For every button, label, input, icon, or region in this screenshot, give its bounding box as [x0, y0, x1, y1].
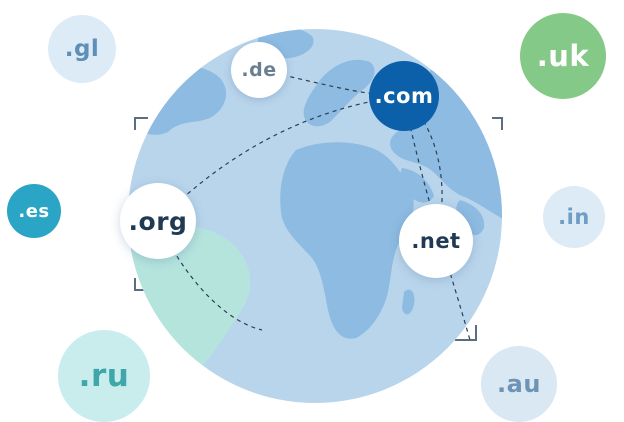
domain-bubble-au: .au — [481, 346, 557, 422]
land-africa — [280, 142, 414, 339]
land-europe — [303, 59, 375, 127]
domain-bubble-in: .in — [543, 186, 605, 248]
domain-bubble-de: .de — [231, 42, 287, 98]
domain-bubble-gl: .gl — [48, 15, 116, 83]
domain-bubble-com: .com — [369, 61, 439, 131]
domain-bubble-uk: .uk — [520, 13, 606, 99]
domain-bubble-net: .net — [399, 204, 473, 278]
domain-bubble-org: .org — [120, 183, 196, 259]
domain-bubble-ru: .ru — [58, 330, 150, 422]
domain-bubble-es: .es — [7, 184, 61, 238]
land-arabia — [400, 168, 434, 203]
land-north-america-bits — [205, 86, 225, 100]
land-madagascar — [402, 289, 415, 315]
